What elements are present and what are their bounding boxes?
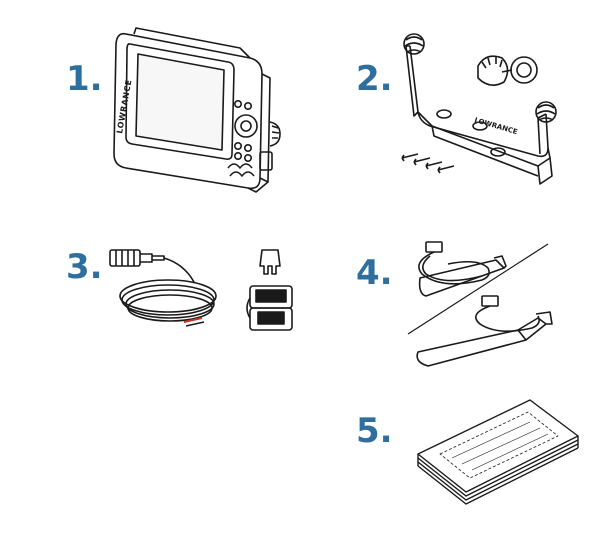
mounting-bracket-illustration: LOWRANCE: [388, 26, 578, 196]
documentation-illustration: [410, 392, 586, 508]
item-number-3: 3.: [66, 247, 103, 287]
power-cable-illustration: [104, 244, 314, 344]
item-number-5: 5.: [356, 411, 393, 451]
item-number-4: 4.: [356, 253, 393, 293]
display-unit-illustration: LOWRANCE: [100, 22, 290, 207]
transducer-illustration: [407, 238, 588, 368]
bracket-brand-label: LOWRANCE: [473, 116, 518, 136]
item-number-2: 2.: [356, 59, 393, 99]
item-number-1: 1.: [66, 59, 103, 99]
